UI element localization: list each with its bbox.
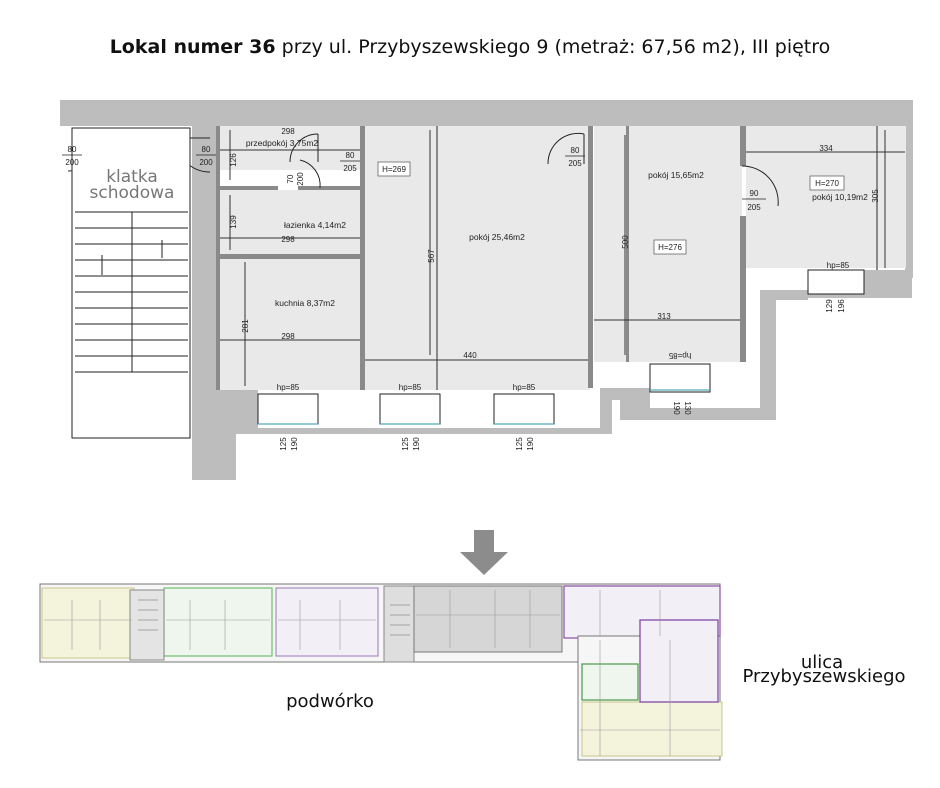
door-a-width: 80: [68, 145, 77, 154]
hp-2: hp=85: [399, 383, 422, 392]
interior-walls: [216, 126, 878, 390]
door-f-height: 205: [747, 203, 761, 212]
title-rest: przy ul. Przybyszewskiego 9 (metraż: 67,…: [275, 36, 831, 58]
room-label-15: pokój 15,65m2: [648, 170, 704, 180]
door-b-height: 200: [199, 158, 213, 167]
hp-5: hp=85: [827, 261, 850, 270]
dim-567: 567: [427, 249, 436, 263]
stair-wall: [192, 100, 216, 480]
dim-298-c: 298: [281, 332, 295, 341]
top-wall: [60, 100, 912, 126]
windows: [257, 269, 865, 425]
title-bold: Lokal numer 36: [109, 36, 276, 58]
hp-3: hp=85: [513, 383, 536, 392]
win-2-b: 190: [412, 437, 421, 451]
win-4-a: 190: [672, 401, 681, 415]
dim-281: 281: [241, 319, 250, 333]
staircase: [71, 127, 191, 439]
win-1-a: 125: [279, 437, 288, 451]
door-d-height: 205: [568, 159, 582, 168]
hp-4: hp=85: [668, 351, 691, 360]
win-2-a: 125: [401, 437, 410, 451]
dim-305: 305: [871, 189, 880, 203]
dim-313: 313: [657, 312, 671, 321]
room-kitchen: [218, 258, 361, 390]
building-overview: [39, 583, 723, 761]
height-269: H=269: [382, 165, 406, 174]
stair-label-1: klatka: [106, 167, 158, 187]
door-f-width: 90: [750, 189, 759, 198]
courtyard-label: podwórko: [286, 691, 374, 712]
door-d-width: 80: [571, 146, 580, 155]
down-arrow-icon: [460, 530, 508, 575]
door-c-width: 80: [346, 151, 355, 160]
page-title: Lokal numer 36 przy ul. Przybyszewskiego…: [0, 36, 940, 58]
door-e-height: 200: [296, 172, 305, 186]
win-3-a: 125: [515, 437, 524, 451]
stair-label-2: schodowa: [90, 183, 175, 203]
room-label-kitchen: kuchnia 8,37m2: [275, 298, 335, 308]
win-1-b: 190: [290, 437, 299, 451]
win-4-b: 130: [683, 401, 692, 415]
door-e-width: 70: [286, 174, 295, 183]
height-270: H=270: [815, 179, 839, 188]
dim-139: 139: [229, 215, 238, 229]
room-label-hall: przedpokój 3,75m2: [246, 138, 319, 148]
room-hall: [218, 126, 361, 170]
dim-500: 500: [621, 235, 630, 249]
room-label-10: pokój 10,19m2: [812, 192, 868, 202]
room-10: [746, 126, 906, 268]
door-c-height: 205: [343, 164, 357, 173]
room-label-25: pokój 25,46m2: [469, 232, 525, 242]
street-label-2: Przybyszewskiego: [742, 666, 905, 687]
dim-334: 334: [819, 144, 833, 153]
height-276: H=276: [658, 243, 682, 252]
room-bath: [218, 190, 361, 254]
win-5-b: 196: [837, 299, 846, 313]
door-a-height: 200: [65, 158, 79, 167]
dim-440: 440: [463, 351, 477, 360]
dim-126: 126: [229, 153, 238, 167]
street-label-1: ulica: [801, 652, 843, 673]
win-3-b: 190: [526, 437, 535, 451]
win-5-a: 129: [825, 299, 834, 313]
hp-1: hp=85: [277, 383, 300, 392]
dim-298-b: 298: [281, 235, 295, 244]
door-b-width: 80: [202, 145, 211, 154]
room-label-bath: łazienka 4,14m2: [284, 220, 346, 230]
dim-298-a: 298: [281, 127, 295, 136]
